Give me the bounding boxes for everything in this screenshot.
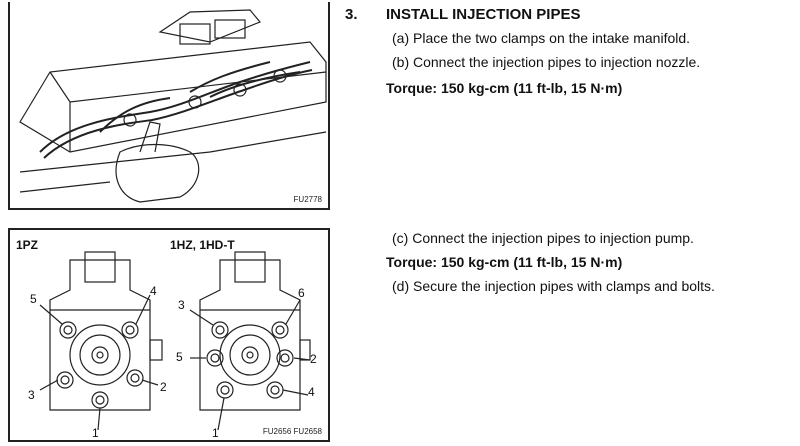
fitting-number: 1	[212, 426, 219, 440]
fitting-number: 3	[28, 388, 35, 402]
fitting-number: 4	[308, 385, 315, 399]
pump-drawings	[39, 251, 311, 431]
instruction-line: (a) Place the two clamps on the intake m…	[392, 30, 691, 46]
fitting-number: 6	[298, 286, 305, 300]
instruction-line: (b) Connect the injection pipes to injec…	[392, 54, 701, 70]
injection-pump-diagram: 1PZ 1HZ, 1HD-T	[8, 228, 330, 442]
instruction-line: (d) Secure the injection pipes with clam…	[392, 278, 715, 294]
pump-label-1hz: 1HZ, 1HD-T	[170, 238, 235, 252]
fitting-number: 3	[178, 298, 185, 312]
fitting-number: 5	[30, 292, 37, 306]
fitting-number: 1	[92, 426, 99, 440]
engine-line-drawing	[19, 9, 327, 203]
instruction-line: (c) Connect the injection pipes to injec…	[392, 230, 694, 246]
fitting-number: 5	[176, 350, 183, 364]
figure-code: FU2656 FU2658	[262, 427, 322, 436]
injection-nozzle-illustration: FU2778	[8, 2, 330, 210]
fitting-number: 2	[310, 352, 317, 366]
fitting-number: 4	[150, 284, 157, 298]
step-number: 3.	[345, 6, 358, 23]
figure-code: FU2778	[293, 195, 322, 204]
pump-label-1pz: 1PZ	[16, 238, 39, 252]
fitting-number: 2	[160, 380, 167, 394]
torque-spec: Torque: 150 kg-cm (11 ft-lb, 15 N·m)	[386, 254, 623, 270]
torque-spec: Torque: 150 kg-cm (11 ft-lb, 15 N·m)	[386, 80, 623, 96]
step-title: INSTALL INJECTION PIPES	[386, 6, 581, 23]
